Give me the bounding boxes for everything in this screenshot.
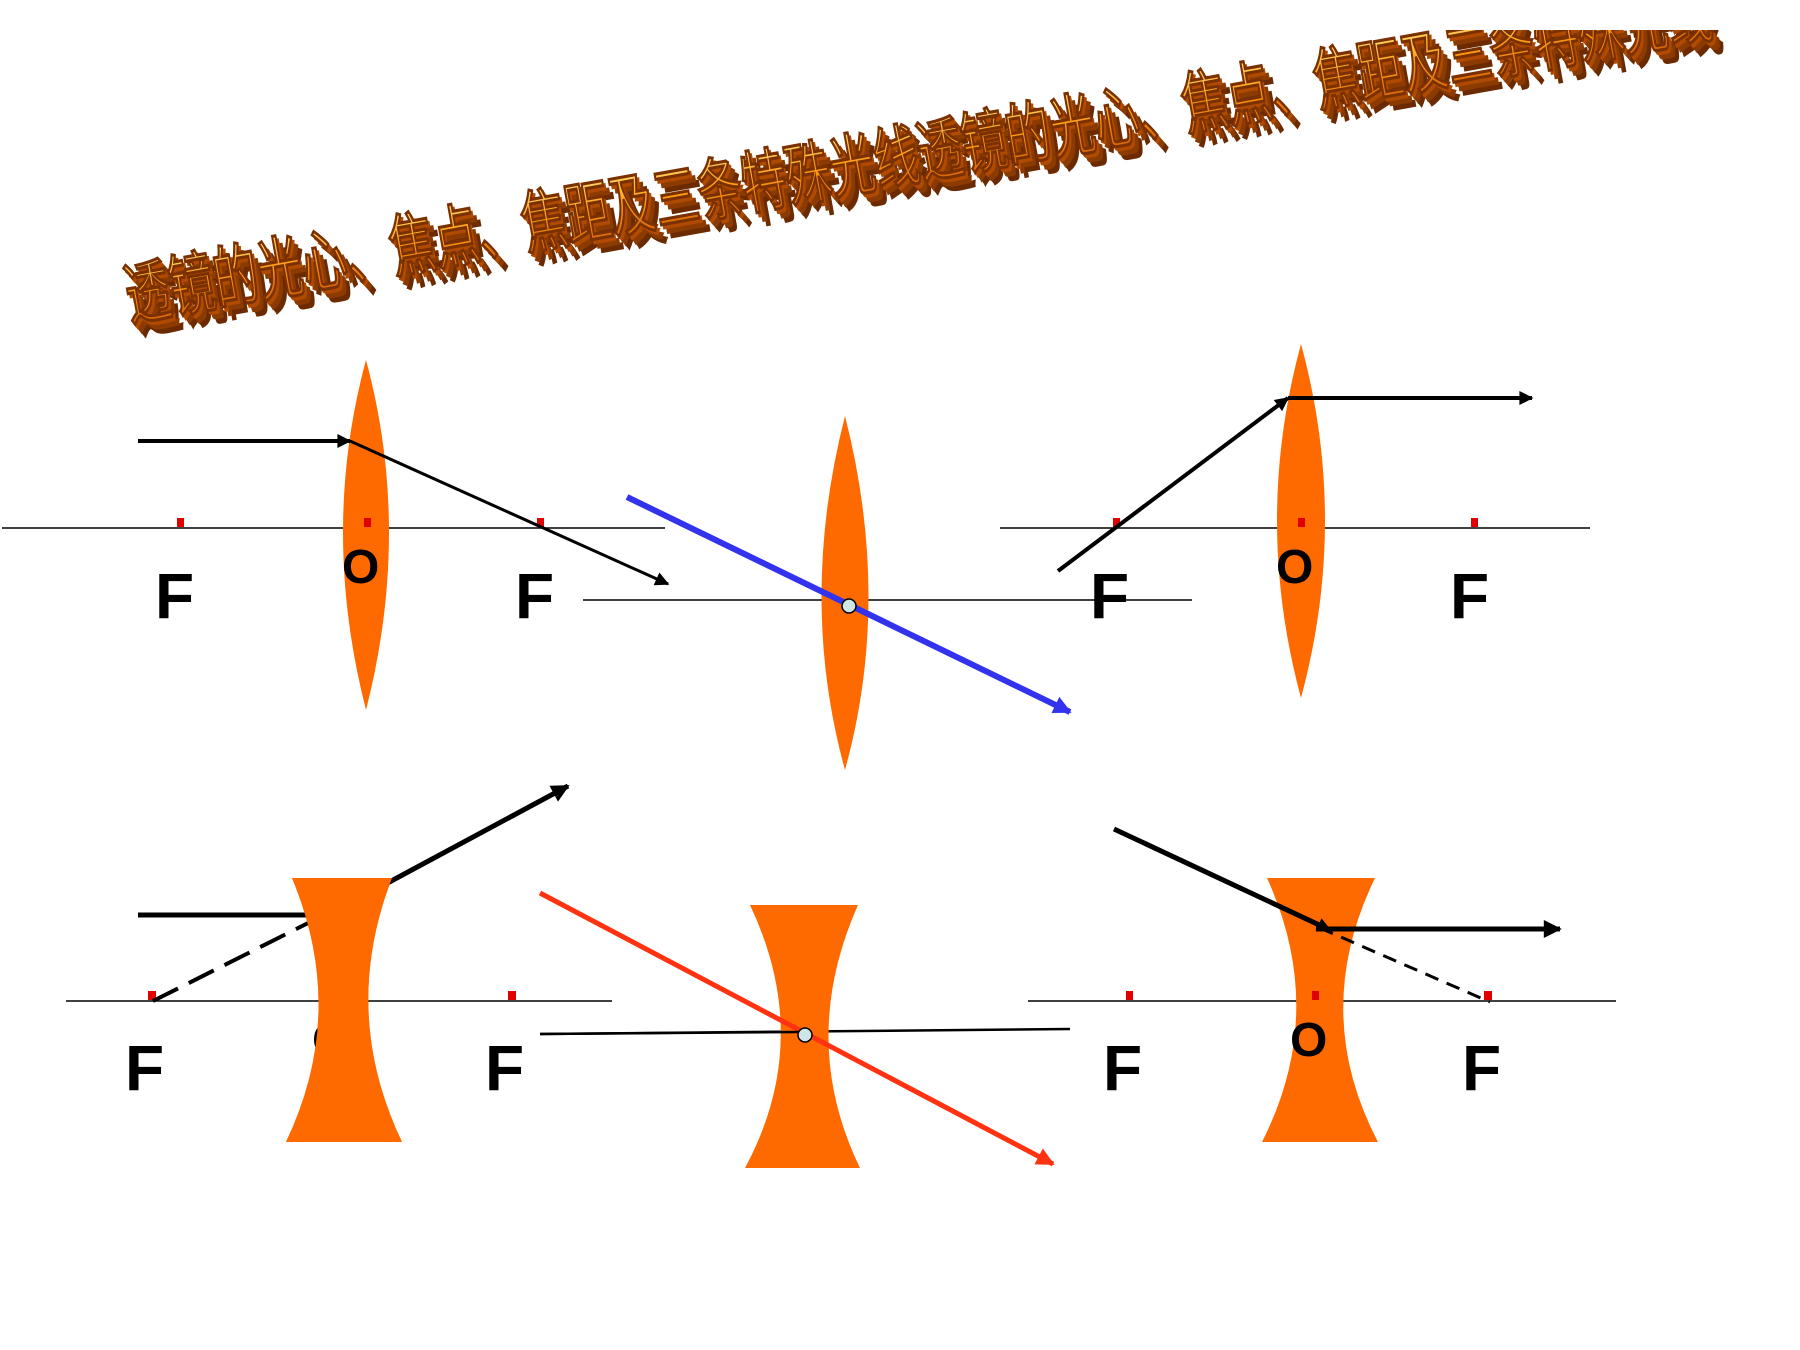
panel-convex-center xyxy=(583,416,1192,770)
incident-ray xyxy=(1112,826,1332,933)
virtual-ray-extension xyxy=(152,910,331,1003)
ray-through-center xyxy=(538,890,1055,1167)
label-focus-left: F xyxy=(125,1032,164,1104)
principal-axis-overlay xyxy=(539,1030,801,1036)
label-focus-left: F xyxy=(1103,1032,1142,1104)
focus-marker-left xyxy=(1126,991,1133,1000)
focus-marker-right xyxy=(1484,991,1492,1000)
center-marker xyxy=(1298,518,1305,527)
convex-lens xyxy=(343,360,389,710)
label-center: O xyxy=(1276,541,1313,594)
label-focus-right: F xyxy=(1462,1032,1501,1104)
concave-lens xyxy=(1262,878,1378,1142)
incident-ray xyxy=(1056,396,1290,573)
focus-marker-right xyxy=(537,518,544,527)
label-focus-left: F xyxy=(1090,560,1129,632)
panel-convex-parallel: F O F xyxy=(2,360,670,710)
focus-marker-left xyxy=(177,518,184,527)
focus-marker-right xyxy=(508,991,516,1000)
focus-marker-left xyxy=(1113,518,1120,527)
concave-lens-overlay xyxy=(286,878,402,1142)
label-focus-right: F xyxy=(485,1032,524,1104)
center-marker xyxy=(1312,991,1319,1000)
label-focus-left: F xyxy=(155,560,194,632)
virtual-ray-extension xyxy=(1319,926,1491,1004)
label-center: O xyxy=(342,541,379,594)
label-focus-right: F xyxy=(1450,560,1489,632)
optical-center-dot xyxy=(841,598,857,614)
focus-marker-left xyxy=(148,991,156,1000)
convex-lens xyxy=(821,416,869,770)
optical-center-dot xyxy=(797,1027,813,1043)
label-focus-right: F xyxy=(515,560,554,632)
panel-convex-focus: F O F xyxy=(1000,344,1590,698)
panel-concave-focus: F O F xyxy=(1028,826,1616,1142)
focus-marker-right xyxy=(1471,518,1478,527)
panel-concave-parallel: F O F xyxy=(66,783,612,1142)
center-marker xyxy=(364,518,371,527)
label-center: O xyxy=(1290,1014,1327,1067)
refracted-ray xyxy=(349,439,670,586)
slide-title-wordart: 透镜的光心、焦点、焦距及三条特殊光线透镜的光心、焦点、焦距及三条特殊光线 透镜的… xyxy=(120,30,1728,340)
panel-concave-center xyxy=(538,890,1071,1168)
